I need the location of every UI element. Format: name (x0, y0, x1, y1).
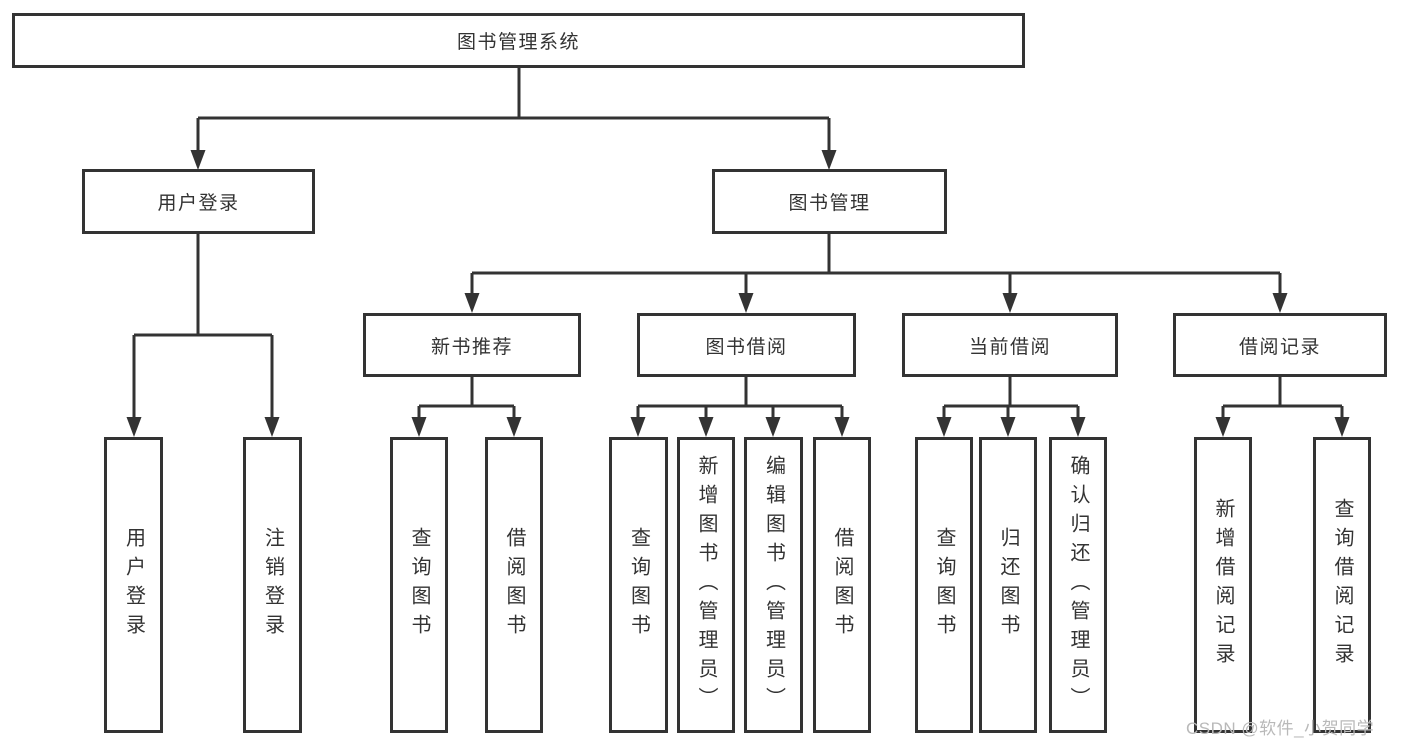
connector-userlogin-to-leaves (126, 234, 280, 437)
arrow-down-icon (1000, 417, 1016, 437)
arrow-down-icon (411, 417, 427, 437)
connector-currentborrow-to-leaves (936, 377, 1086, 437)
arrow-down-icon (264, 417, 280, 437)
arrow-down-icon (1272, 293, 1288, 313)
node-user-login-leaf: 用户登录 (104, 437, 163, 733)
node-query-books-2: 查询图书 (609, 437, 668, 733)
arrow-down-icon (738, 293, 754, 313)
connector-bookmgmt-to-level3 (464, 234, 1288, 313)
node-borrow-books-2: 借阅图书 (813, 437, 871, 733)
arrow-down-icon (936, 417, 952, 437)
csdn-watermark: CSDN @软件_小贺同学 (1186, 719, 1375, 738)
connector-borrowrecord-to-leaves (1215, 377, 1350, 437)
node-logout-leaf: 注销登录 (243, 437, 302, 733)
arrow-down-icon (1334, 417, 1350, 437)
arrow-down-icon (1070, 417, 1086, 437)
arrow-down-icon (190, 150, 206, 170)
node-new-book-recommend: 新书推荐 (363, 313, 581, 377)
node-current-borrowing: 当前借阅 (902, 313, 1118, 377)
connector-root-to-level2 (190, 68, 837, 170)
node-user-login: 用户登录 (82, 169, 315, 234)
arrow-down-icon (1215, 417, 1231, 437)
node-root: 图书管理系统 (12, 13, 1025, 68)
connector-newbook-to-leaves (411, 377, 522, 437)
node-edit-books-admin: 编辑图书（管理员） (744, 437, 803, 733)
arrow-down-icon (1002, 293, 1018, 313)
arrow-down-icon (821, 150, 837, 170)
arrow-down-icon (765, 417, 781, 437)
connector-bookborrow-to-leaves (630, 377, 850, 437)
node-borrow-books-1: 借阅图书 (485, 437, 543, 733)
node-book-borrowing: 图书借阅 (637, 313, 856, 377)
node-add-borrow-record: 新增借阅记录 (1194, 437, 1252, 733)
node-borrow-records: 借阅记录 (1173, 313, 1387, 377)
arrow-down-icon (698, 417, 714, 437)
arrow-down-icon (834, 417, 850, 437)
arrow-down-icon (506, 417, 522, 437)
node-query-borrow-record: 查询借阅记录 (1313, 437, 1371, 733)
node-return-books: 归还图书 (979, 437, 1037, 733)
arrow-down-icon (126, 417, 142, 437)
node-add-books-admin: 新增图书（管理员） (677, 437, 735, 733)
arrow-down-icon (630, 417, 646, 437)
arrow-down-icon (464, 293, 480, 313)
node-book-management: 图书管理 (712, 169, 947, 234)
node-confirm-return-admin: 确认归还（管理员） (1049, 437, 1107, 733)
node-query-books-1: 查询图书 (390, 437, 448, 733)
node-query-books-3: 查询图书 (915, 437, 973, 733)
